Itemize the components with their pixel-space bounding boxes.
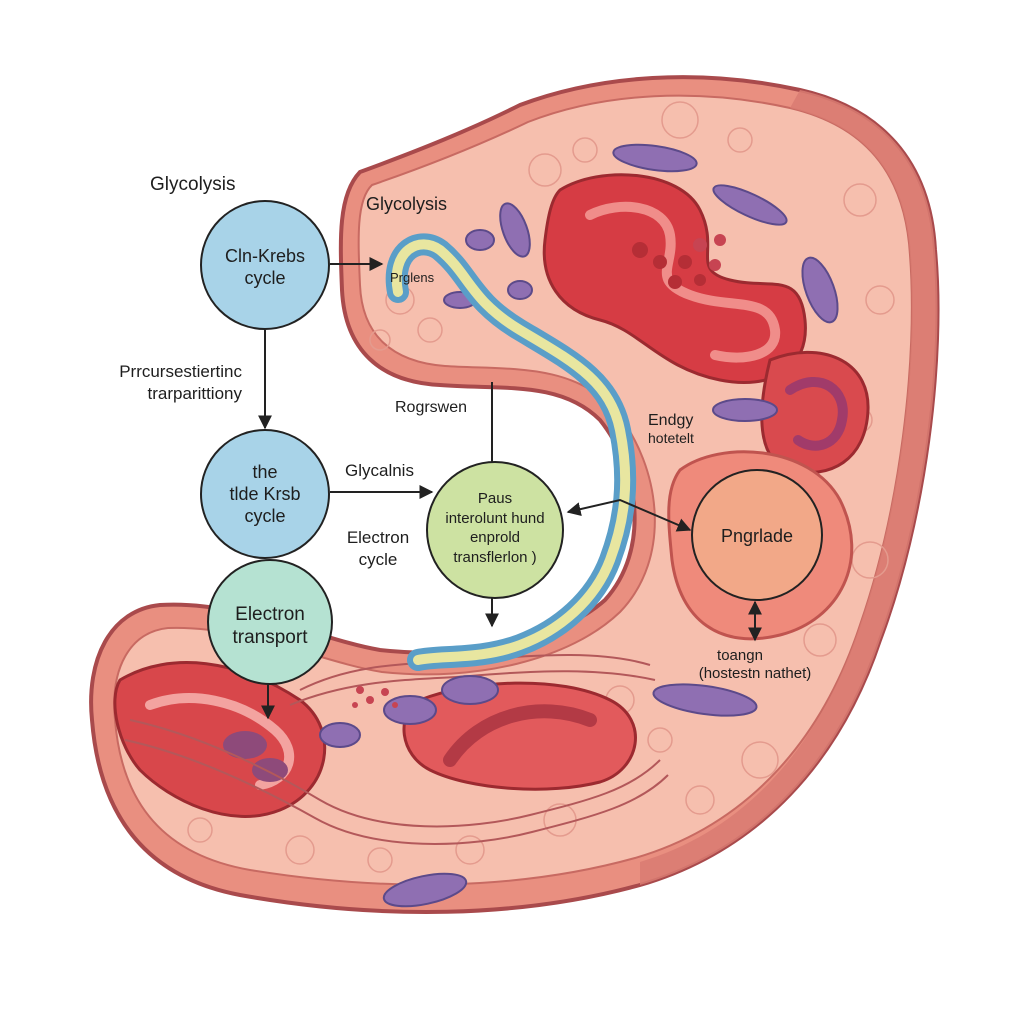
vesicles-purple [319,143,839,908]
label-bottom-right-line1: toangn [717,647,763,664]
node-green-center: Paus interolunt hund enprold transflerlo… [426,461,564,599]
node-green-line4: transflerlon ) [453,549,536,566]
label-energy-line2: hotetelt [648,430,694,446]
label-bottom-right-line2: (hostestn nathet) [699,665,812,682]
node-electron-transport: Electron transport [207,559,333,685]
node-green-line1: Paus [478,490,512,507]
node-orange-label: Pngrlade [721,526,793,546]
mitochondrion-right [760,350,870,474]
label-glycolysis-top-left: Glycolysis [150,174,236,195]
cell-wall-band [640,90,938,885]
label-electron-cycle-line1: Electron [347,528,409,547]
node-electron-transport-line1: Electron [235,604,305,625]
arrows [258,257,762,720]
ribosomes [352,234,726,708]
mitochondrion-large [542,173,807,384]
node-krebs-top-line1: Cln-Krebs [225,246,305,266]
label-left-process-line1: Prrcursestiertinc [119,362,242,381]
label-glycolysis-cell: Glycolysis [366,194,447,214]
node-green-line3: enprold [470,529,520,546]
arrow-green-orange [566,498,692,532]
node-electron-transport-line2: transport [233,627,309,648]
label-energy-line1: Endgy [648,412,693,429]
node-orange-right: Pngrlade [691,469,823,601]
node-krebs-top-line2: cycle [244,268,285,288]
mitochondrion-bottom-center [402,681,637,791]
label-left-process-line2: trarparittiony [148,384,243,403]
label-rogrswen: Rogrswen [395,399,467,416]
node-krebs-mid-line2: tlde Krsb [229,484,300,504]
label-prglens: Prglens [390,270,435,285]
label-electron-cycle-line2: cycle [359,550,398,569]
node-krebs-mid-line1: the [252,462,277,482]
node-krebs-mid: the tlde Krsb cycle [200,429,330,559]
node-krebs-top: Cln-Krebs cycle [200,200,330,330]
node-green-line2: interolunt hund [445,510,544,527]
label-glycalnis: Glycalnis [345,461,414,480]
membrane-channel [385,233,637,671]
node-krebs-mid-line3: cycle [244,506,285,526]
